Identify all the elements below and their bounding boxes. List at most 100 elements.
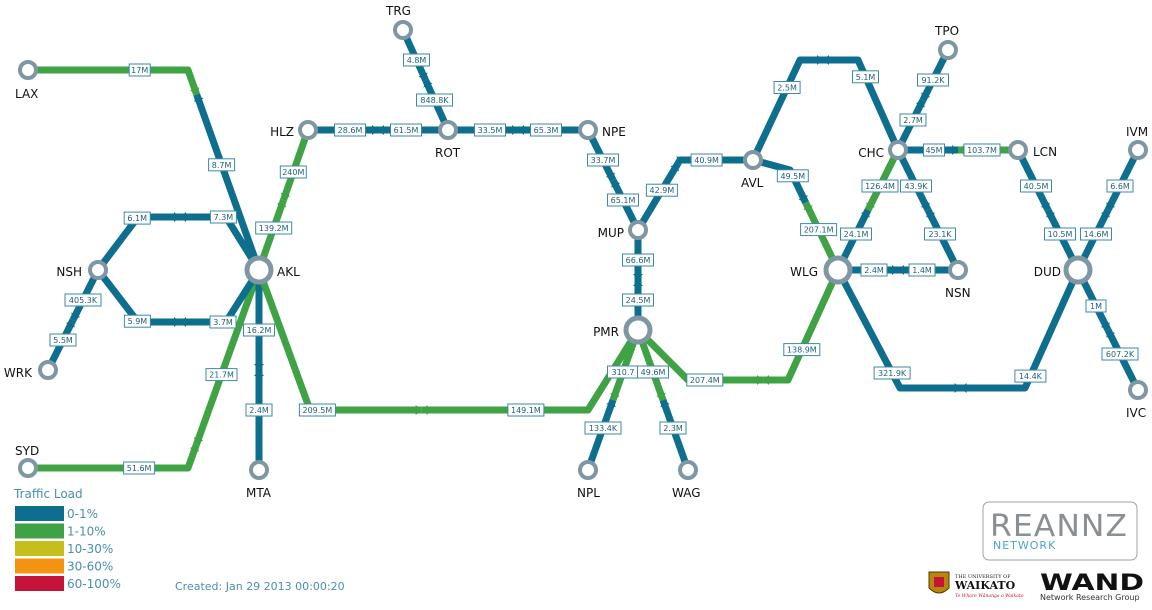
traffic-value: 51.6M — [127, 464, 152, 473]
node-ivc[interactable]: IVC — [1126, 380, 1148, 420]
node-circle-icon — [1063, 255, 1093, 285]
node-syd[interactable]: SYD — [15, 444, 39, 478]
node-hlz[interactable]: HLZ — [270, 120, 318, 140]
link-arrow — [757, 375, 764, 385]
node-pmr[interactable]: PMR — [593, 315, 653, 345]
link-arrow — [803, 202, 813, 211]
link-arrow — [189, 444, 200, 452]
traffic-label: 14.4K — [1014, 369, 1047, 383]
traffic-value: 3.7M — [213, 318, 233, 327]
node-wag[interactable]: WAG — [672, 460, 701, 500]
link-arrow — [193, 436, 204, 445]
traffic-value: 2.5M — [777, 84, 797, 93]
nodes-layer: LAX SYD NSH WRK AKL MTA HLZ TRG ROT NPE MUP PMR NPL W… — [4, 4, 1148, 500]
traffic-label: 2.5M — [773, 81, 801, 94]
traffic-label-box — [783, 343, 821, 357]
traffic-label: 51.6M — [123, 461, 156, 475]
node-trg[interactable]: TRG — [385, 4, 413, 40]
traffic-label-box — [637, 365, 669, 379]
traffic-value: 14.6M — [1084, 230, 1109, 239]
node-lax[interactable]: LAX — [15, 60, 38, 101]
link-arrow — [254, 364, 264, 370]
node-mta[interactable]: MTA — [246, 460, 272, 500]
node-npl[interactable]: NPL — [577, 460, 600, 500]
traffic-label-box — [584, 421, 622, 435]
traffic-label-box — [474, 123, 506, 137]
traffic-value: 607.2K — [1106, 350, 1135, 359]
legend-swatch — [15, 576, 64, 591]
link-arrow — [173, 317, 180, 327]
traffic-value: 28.6M — [338, 126, 363, 135]
node-label: PMR — [593, 325, 619, 339]
link-arrow — [512, 125, 518, 135]
traffic-label-box — [923, 143, 945, 157]
link-arrow — [610, 392, 620, 400]
node-wlg[interactable]: WLG — [790, 255, 853, 285]
node-circle-icon — [623, 315, 653, 345]
traffic-label: 310.7 — [607, 365, 639, 379]
traffic-label-box — [587, 153, 619, 167]
traffic-label: 1.4M — [908, 263, 936, 277]
legend-label: 1-10% — [67, 525, 106, 539]
traffic-value: 321.9K — [878, 369, 907, 378]
node-label: WAG — [672, 486, 701, 500]
traffic-label-box — [1101, 347, 1139, 361]
traffic-label-box — [917, 73, 949, 87]
node-label: NSH — [56, 265, 82, 279]
node-circle-icon — [1008, 140, 1028, 160]
link-arrow — [179, 317, 186, 327]
traffic-label-box — [659, 421, 687, 435]
traffic-value: 40.5M — [1024, 182, 1049, 191]
traffic-label-box — [899, 113, 927, 127]
node-akl[interactable]: AKL — [244, 255, 300, 285]
traffic-label: 209.5M — [298, 403, 336, 417]
link-arrow — [1046, 210, 1056, 218]
node-lcn[interactable]: LCN — [1008, 140, 1057, 160]
traffic-label: 207.1M — [800, 223, 838, 237]
traffic-label-box — [852, 70, 879, 84]
traffic-label: 2.3M — [659, 421, 687, 435]
link-arrow — [1106, 202, 1116, 210]
node-nsn[interactable]: NSN — [945, 260, 971, 300]
link-syd-akl-outbound — [28, 443, 200, 472]
node-tpo[interactable]: TPO — [934, 24, 959, 60]
node-label: WRK — [4, 366, 33, 380]
traffic-label: 139.2M — [255, 221, 293, 235]
node-nsh[interactable]: NSH — [56, 260, 108, 280]
link-wlg-dud-inbound — [960, 268, 1082, 392]
node-mup[interactable]: MUP — [598, 220, 648, 240]
traffic-label-box — [390, 123, 422, 137]
traffic-value: 133.4K — [589, 424, 618, 433]
traffic-label-box — [645, 183, 678, 197]
traffic-label: 133.4K — [584, 421, 622, 435]
traffic-label-box — [49, 333, 77, 347]
link-arrow — [898, 265, 904, 275]
traffic-label-box — [908, 263, 936, 277]
reannz-logo: REANNZ NETWORK — [982, 501, 1138, 561]
node-npe[interactable]: NPE — [578, 120, 626, 140]
node-dud[interactable]: DUD — [1034, 255, 1093, 285]
link-arrow — [926, 210, 936, 218]
node-wrk[interactable]: WRK — [4, 360, 58, 380]
traffic-label: 28.6M — [334, 123, 366, 137]
traffic-label-box — [123, 211, 151, 225]
link-avl-chc-inbound — [823, 56, 902, 152]
node-rot[interactable]: ROT — [435, 120, 461, 160]
traffic-label-box — [208, 158, 236, 172]
link-arrow — [860, 210, 870, 218]
link-arrow — [174, 212, 181, 222]
node-avl[interactable]: AVL — [741, 150, 764, 190]
node-ivm[interactable]: IVM — [1126, 125, 1148, 160]
traffic-label-box — [123, 314, 151, 328]
link-arrow — [71, 312, 81, 320]
traffic-value: 1.4M — [912, 266, 932, 275]
link-arrow — [194, 94, 204, 102]
traffic-label: 2.4M — [245, 403, 273, 417]
node-circle-icon — [578, 460, 598, 480]
node-label: DUD — [1034, 265, 1061, 279]
link-arrow — [676, 155, 686, 164]
traffic-label-box — [243, 323, 275, 337]
node-chc[interactable]: CHC — [858, 140, 908, 160]
traffic-value: 45M — [925, 146, 942, 155]
node-circle-icon — [823, 255, 853, 285]
